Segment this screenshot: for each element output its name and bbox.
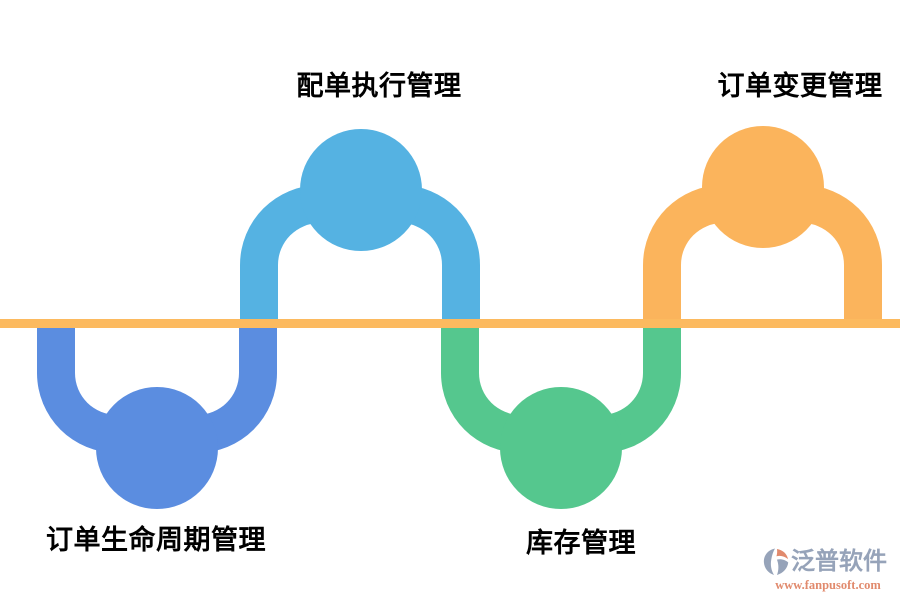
node-circle-order-lifecycle (96, 387, 218, 509)
node-circle-inventory (500, 387, 622, 509)
label-order-change: 订单变更管理 (717, 71, 883, 101)
node-circle-order-change (702, 126, 824, 248)
watermark-url: www.fanpusoft.com (775, 578, 881, 592)
fanpu-logo-icon (763, 548, 789, 576)
watermark: 泛普软件 www.fanpusoft.com (762, 547, 894, 593)
watermark-brand-text: 泛普软件 (791, 548, 887, 575)
label-inventory: 库存管理 (526, 528, 636, 558)
node-circle-allocation-execution (300, 129, 422, 251)
label-allocation-execution: 配单执行管理 (296, 71, 462, 101)
timeline-divider-line (0, 319, 900, 328)
watermark-brand-row: 泛普软件 (762, 547, 894, 577)
label-order-lifecycle: 订单生命周期管理 (46, 525, 266, 555)
